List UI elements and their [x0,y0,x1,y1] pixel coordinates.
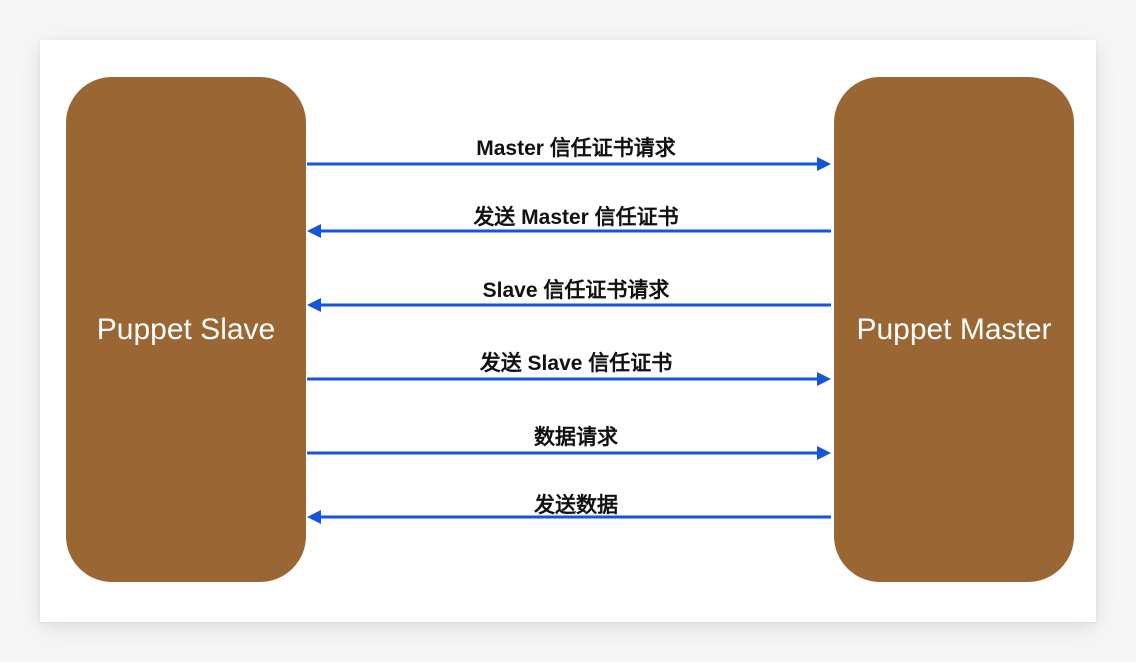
arrowhead-5 [817,446,831,460]
puppet-master-node: Puppet Master [834,77,1074,582]
puppet-slave-label: Puppet Slave [96,312,276,346]
message-label-data-request: 数据请求 [534,426,618,449]
arrowhead-1 [817,157,831,171]
arrowhead-3 [307,298,321,312]
arrowhead-6 [307,510,321,524]
message-label-send-master-cert: 发送 Master 信任证书 [473,206,679,229]
message-label-slave-cert-request: Slave 信任证书请求 [482,279,670,302]
message-label-master-cert-request: Master 信任证书请求 [476,137,676,160]
puppet-slave-node: Puppet Slave [66,77,306,582]
arrowhead-2 [307,224,321,238]
message-label-send-slave-cert: 发送 Slave 信任证书 [479,352,673,375]
arrowhead-4 [817,372,831,386]
message-label-send-data: 发送数据 [534,494,618,517]
puppet-master-label: Puppet Master [856,312,1052,346]
